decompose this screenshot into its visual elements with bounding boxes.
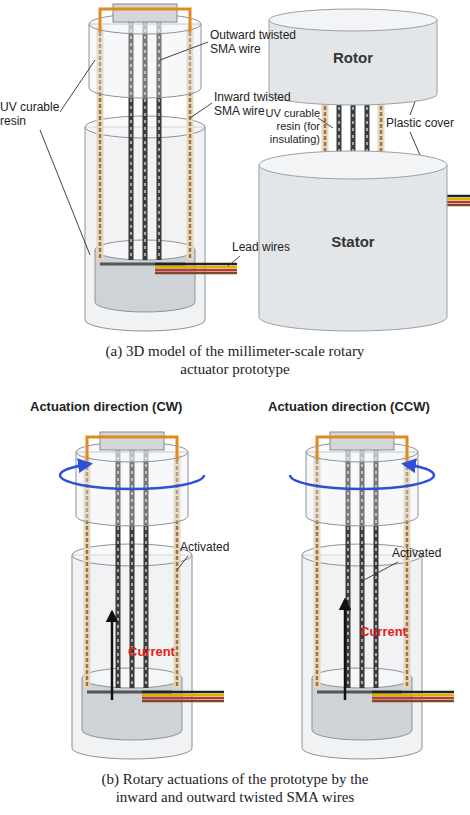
lead-wire: [142, 694, 224, 697]
signal-label: Current: [128, 645, 198, 659]
lead-wire: [155, 272, 237, 275]
leader-line: [318, 118, 333, 128]
subfigure-caption: (b) Rotary actuations of the prototype b…: [85, 770, 385, 806]
lead-wire: [142, 700, 224, 703]
cylinder-top: [269, 9, 437, 31]
subfigure-caption: (a) 3D model of the millimeter-scale rot…: [105, 342, 365, 378]
top-wire: [87, 437, 177, 460]
actuator-illustration: [302, 432, 454, 759]
leader-line: [40, 130, 90, 255]
top-block: [100, 432, 164, 450]
part-label: Outward twisted SMA wire: [210, 28, 306, 56]
signal-label: Current: [360, 625, 430, 639]
top-wire: [100, 9, 190, 32]
leader-line: [364, 562, 398, 580]
panel-heading: Actuation direction (CW): [30, 400, 230, 414]
top-wire: [317, 437, 407, 460]
part-name: Stator: [331, 233, 374, 250]
part-label: UV curable resin (for insulating): [248, 107, 320, 146]
rotation-arrow: [290, 464, 434, 489]
lead-wire: [155, 266, 237, 269]
leader-line: [190, 103, 212, 118]
lead-wire: [372, 691, 454, 694]
part-name: Rotor: [333, 49, 373, 66]
lead-wire: [155, 269, 237, 272]
lead-wire: [142, 691, 224, 694]
leader-line: [60, 60, 95, 112]
leader-line: [160, 42, 208, 60]
current-arrow: [344, 600, 347, 700]
part-label: Plastic cover: [386, 116, 470, 130]
leader-line: [177, 556, 188, 570]
lead-wire: [372, 694, 454, 697]
lead-wire: [372, 697, 454, 700]
panel-heading: Actuation direction (CCW): [268, 400, 468, 414]
lead-wire: [142, 697, 224, 700]
cylinder-body: [89, 24, 201, 98]
rotation-arrow: [60, 464, 204, 489]
cylinder-top: [259, 151, 447, 179]
callout-label: Activated: [180, 540, 250, 554]
actuator-illustration: [72, 432, 224, 759]
callout-label: Activated: [392, 546, 462, 560]
lead-wire: [372, 700, 454, 703]
part-label: UV curable resin: [0, 100, 66, 128]
top-block: [330, 432, 394, 450]
leader-line: [228, 256, 240, 266]
text-holder: Rotor: [268, 8, 438, 106]
part-label: Lead wires: [232, 240, 302, 254]
lead-wire: [155, 263, 237, 266]
current-arrow: [111, 612, 114, 700]
cylinder-part: Rotor: [268, 8, 438, 106]
top-block: [113, 4, 177, 22]
